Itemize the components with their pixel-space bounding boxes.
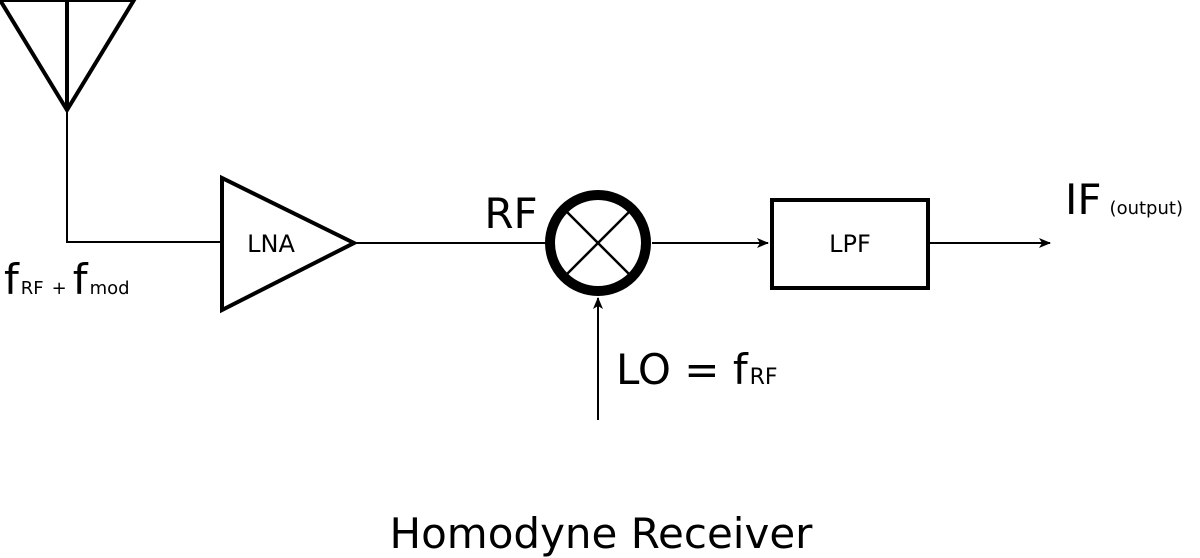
mixer-icon — [545, 190, 651, 296]
lpf-filter: LPF — [770, 198, 930, 290]
output-label: IF(output) — [1065, 175, 1183, 224]
antenna-icon — [0, 0, 137, 114]
rf-label: RF — [484, 189, 537, 238]
lna-amplifier: LNA — [220, 174, 359, 314]
lna-label: LNA — [247, 230, 295, 258]
lo-label: LO = fRF — [616, 345, 778, 394]
diagram-title: Homodyne Receiver — [390, 509, 814, 558]
antenna-feed-wire — [66, 110, 222, 243]
lpf-label: LPF — [829, 230, 871, 258]
